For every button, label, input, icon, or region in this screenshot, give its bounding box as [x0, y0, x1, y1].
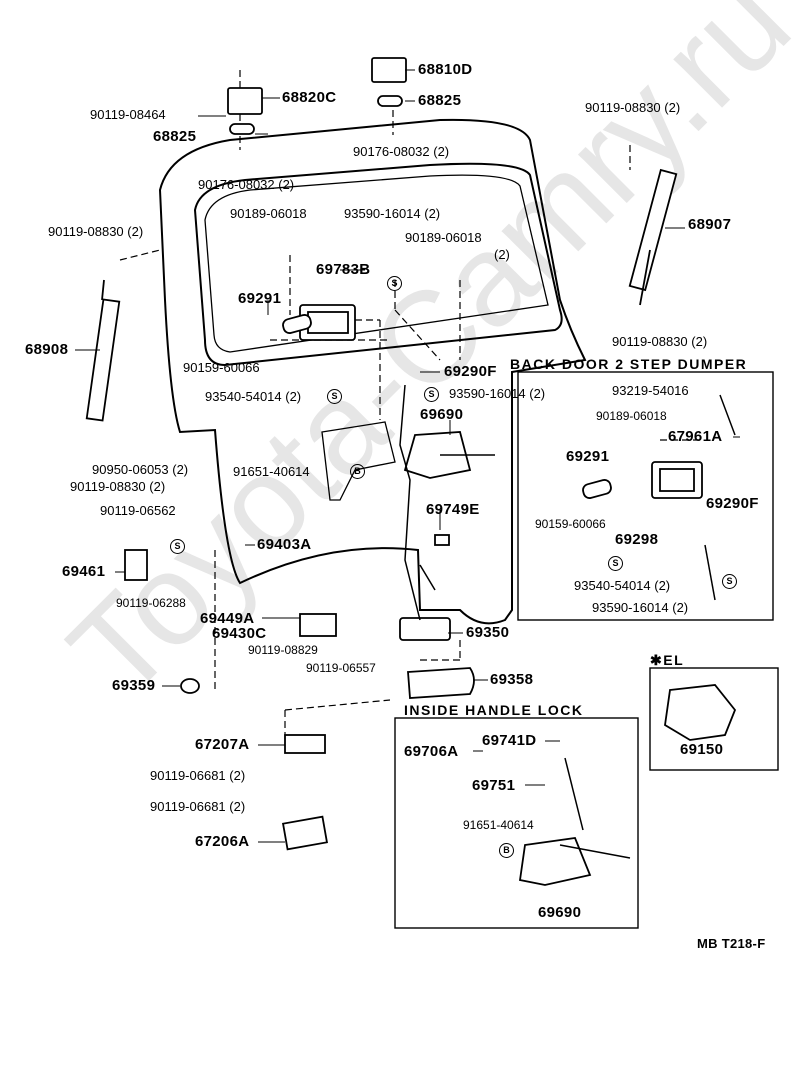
part-label[interactable]: 69690: [420, 406, 464, 423]
part-label[interactable]: 90176-08032 (2): [353, 144, 450, 159]
part-label[interactable]: 69290F: [444, 363, 497, 380]
part-label[interactable]: 69741D: [482, 732, 537, 749]
part-label[interactable]: 90119-06681 (2): [150, 799, 246, 814]
part-label[interactable]: 93219-54016: [612, 383, 689, 398]
part-label[interactable]: 90119-08829: [248, 643, 318, 657]
section-back-door-dumper: BACK DOOR 2 STEP DUMPER: [510, 356, 748, 372]
part-label[interactable]: 93590-16014 (2): [449, 386, 546, 401]
part-label[interactable]: 90119-06681 (2): [150, 768, 246, 783]
part-label[interactable]: 69461: [62, 563, 106, 580]
gas-strut-68907: [628, 168, 678, 292]
part-label[interactable]: 90159-60066: [183, 360, 260, 375]
part-label[interactable]: 90119-06562: [100, 503, 176, 518]
part-label[interactable]: 91651-40614: [463, 818, 534, 832]
part-label[interactable]: 90119-08830 (2): [70, 479, 166, 494]
part-label[interactable]: 69783B: [316, 261, 371, 278]
symbol-s: S: [424, 387, 439, 402]
symbol-s: S: [170, 539, 185, 554]
part-label[interactable]: 69430C: [212, 625, 267, 642]
part-label[interactable]: 69449A: [200, 610, 255, 627]
part-label[interactable]: 68825: [153, 128, 197, 145]
part-label[interactable]: 69150: [680, 741, 724, 758]
el-actuator: [664, 684, 737, 741]
part-label[interactable]: 90119-08464: [90, 107, 166, 122]
striker-67206A: [282, 815, 328, 851]
symbol-s: S: [608, 556, 623, 571]
part-label[interactable]: 68825: [418, 92, 462, 109]
part-label[interactable]: 91651-40614: [233, 464, 310, 479]
part-label[interactable]: 69690: [538, 904, 582, 921]
part-label[interactable]: 90189-06018: [596, 409, 667, 423]
part-label[interactable]: 93590-16014 (2): [592, 600, 689, 615]
part-label[interactable]: 90950-06053 (2): [92, 462, 189, 477]
part-label[interactable]: 68908: [25, 341, 69, 358]
part-label[interactable]: 90189-06018: [230, 206, 307, 221]
part-label[interactable]: 68820C: [282, 89, 337, 106]
symbol-b: B: [350, 464, 365, 479]
symbol-s: S: [327, 389, 342, 404]
symbol-s: S: [387, 276, 402, 291]
striker-67207A: [284, 734, 326, 754]
part-label[interactable]: 67961A: [668, 428, 723, 445]
part-label[interactable]: 69291: [566, 448, 610, 465]
part-label[interactable]: 69358: [490, 671, 534, 688]
part-label[interactable]: 69290F: [706, 495, 759, 512]
part-label[interactable]: 93590-16014 (2): [344, 206, 441, 221]
symbol-s: S: [722, 574, 737, 589]
el-inset-box: [649, 667, 779, 771]
part-label[interactable]: 90119-08830 (2): [612, 334, 708, 349]
part-label[interactable]: 90189-06018: [405, 230, 482, 245]
part-label[interactable]: 69751: [472, 777, 516, 794]
back-glass-outline: [193, 162, 563, 367]
part-label[interactable]: 69350: [466, 624, 510, 641]
part-label[interactable]: 69298: [615, 531, 659, 548]
dumper-inset-box: [517, 371, 774, 621]
latch-69350: [399, 617, 451, 641]
part-label[interactable]: 90119-06557: [306, 661, 376, 675]
lock-69690: [403, 431, 472, 479]
part-label[interactable]: 69291: [238, 290, 282, 307]
part-label[interactable]: 67207A: [195, 736, 250, 753]
lock-69690-inset: [518, 837, 592, 886]
figure-code: MB T218-F: [697, 936, 766, 951]
part-label[interactable]: 68810D: [418, 61, 473, 78]
part-label[interactable]: 69359: [112, 677, 156, 694]
symbol-b: B: [499, 843, 514, 858]
hinge-68820C: [227, 87, 263, 115]
part-label[interactable]: 67206A: [195, 833, 250, 850]
gas-strut-68908: [85, 298, 121, 422]
part-label[interactable]: 90119-08830 (2): [585, 100, 681, 115]
part-label[interactable]: 93540-54014 (2): [574, 578, 671, 593]
part-label[interactable]: 90119-06288: [116, 596, 186, 610]
part-label[interactable]: 69749E: [426, 501, 480, 518]
part-label[interactable]: 90119-08830 (2): [48, 224, 144, 239]
back-door-outline: [158, 118, 587, 625]
part-label[interactable]: 69403A: [257, 536, 312, 553]
part-label: (2): [494, 247, 510, 262]
part-label[interactable]: 68907: [688, 216, 732, 233]
part-label[interactable]: 90159-60066: [535, 517, 606, 531]
hinge-68810D: [371, 57, 407, 83]
section-el: ✱EL: [650, 652, 685, 668]
part-label[interactable]: 90176-08032 (2): [198, 177, 295, 192]
part-label[interactable]: 93540-54014 (2): [205, 389, 302, 404]
section-inside-handle-lock: INSIDE HANDLE LOCK: [404, 702, 584, 718]
handle-69358: [407, 667, 475, 699]
part-label[interactable]: 69706A: [404, 743, 459, 760]
inside-handle-lock-box: [394, 717, 639, 929]
